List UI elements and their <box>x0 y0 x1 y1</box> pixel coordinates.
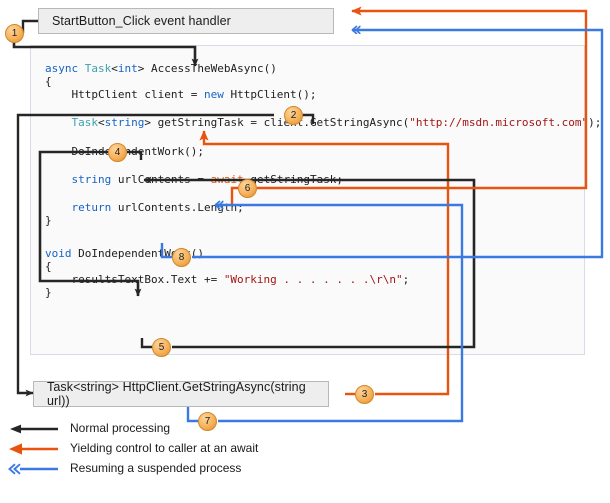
code-token: } <box>45 214 52 227</box>
legend-arrow-yield-icon <box>8 442 60 455</box>
code-line-l1: async Task<int> AccessTheWebAsync() <box>45 62 277 75</box>
code-token: Task <box>71 116 99 129</box>
code-token: } <box>45 286 52 299</box>
legend-label: Yielding control to caller at an await <box>70 441 259 455</box>
code-token <box>45 116 72 129</box>
httpclient-box-label: Task<string> HttpClient.GetStringAsync(s… <box>47 380 306 408</box>
code-token <box>45 201 72 214</box>
code-line-l8: } <box>45 214 52 227</box>
code-listing: async Task<int> AccessTheWebAsync(){ Htt… <box>31 46 601 354</box>
code-line-l3: HttpClient client = new HttpClient(); <box>45 88 317 101</box>
code-token: HttpClient client = <box>45 88 204 101</box>
code-token: > AccessTheWebAsync() <box>137 62 277 75</box>
code-token: resultsTextBox.Text += <box>45 273 224 286</box>
legend-label: Normal processing <box>70 421 171 435</box>
code-token: string <box>104 116 145 129</box>
code-line-l2: { <box>45 75 52 88</box>
code-token: ; <box>402 273 410 286</box>
code-line-l4: Task<string> getStringTask = client.GetS… <box>45 116 602 129</box>
code-token: { <box>45 260 52 273</box>
code-token: "Working . . . . . . .\r\n" <box>223 273 403 286</box>
code-token <box>45 173 72 186</box>
code-token: < <box>111 62 118 75</box>
code-token: Task <box>84 62 112 75</box>
code-line-l7: return urlContents.Length; <box>45 201 244 214</box>
code-token: async <box>45 62 85 75</box>
step-marker-8[interactable]: 8 <box>172 248 191 267</box>
legend-label: Resuming a suspended process <box>70 461 242 475</box>
step-marker-5[interactable]: 5 <box>152 338 171 357</box>
legend-item-normal: Normal processing <box>8 420 170 436</box>
code-panel: async Task<int> AccessTheWebAsync(){ Htt… <box>30 45 601 355</box>
legend-arrow-resume-icon <box>8 462 60 475</box>
code-token: "http://msdn.microsoft.com" <box>409 116 589 129</box>
code-token: { <box>45 75 52 88</box>
code-token: void <box>45 247 72 260</box>
step-marker-7[interactable]: 7 <box>198 412 217 431</box>
code-token: urlContents.Length; <box>111 201 244 214</box>
legend-item-yield: Yielding control to caller at an await <box>8 440 258 456</box>
httpclient-getstringasync-box[interactable]: Task<string> HttpClient.GetStringAsync(s… <box>33 380 329 408</box>
step-marker-2[interactable]: 2 <box>284 106 303 125</box>
code-token: int <box>117 62 138 75</box>
code-token: > getStringTask = client.GetStringAsync( <box>144 116 410 129</box>
code-token: return <box>71 201 112 214</box>
code-token: HttpClient(); <box>223 88 317 101</box>
step-marker-3[interactable]: 3 <box>355 385 374 404</box>
step-marker-4[interactable]: 4 <box>108 143 127 162</box>
code-token: string <box>71 173 112 186</box>
step-marker-6[interactable]: 6 <box>238 179 257 198</box>
code-line-l12: } <box>45 286 52 299</box>
code-token: getStringTask; <box>243 173 344 186</box>
start-button-click-handler-box[interactable]: StartButton_Click event handler <box>38 8 334 34</box>
code-token: urlContents = <box>111 173 211 186</box>
step-marker-1[interactable]: 1 <box>5 24 24 43</box>
handler-box-label: StartButton_Click event handler <box>52 14 231 28</box>
legend-item-resume: Resuming a suspended process <box>8 460 241 476</box>
code-line-l11: resultsTextBox.Text += "Working . . . . … <box>45 273 409 286</box>
code-token: ); <box>588 116 602 129</box>
legend-arrow-normal-icon <box>8 422 60 434</box>
code-token: new <box>203 88 224 101</box>
code-line-l6: string urlContents = await getStringTask… <box>45 173 344 186</box>
code-line-l10: { <box>45 260 52 273</box>
code-token: < <box>98 116 105 129</box>
